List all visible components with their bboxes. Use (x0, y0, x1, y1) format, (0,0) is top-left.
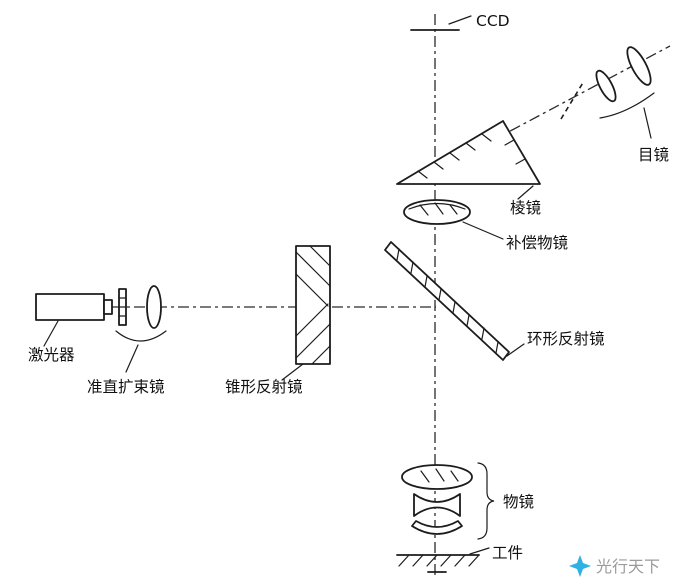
prism-hatching (417, 133, 526, 179)
ring-mirror-label: 环形反射镜 (527, 329, 605, 348)
beam-expander-group: 准直扩束镜 (87, 285, 167, 396)
axes (112, 14, 671, 578)
cone-mirror-leader-line (281, 363, 304, 381)
objective-lens-3 (411, 520, 463, 535)
eyepiece-label: 目镜 (638, 145, 669, 164)
eyepiece-lens-2 (626, 46, 652, 86)
laser-aperture (103, 299, 113, 315)
laser-group: 激光器 (28, 293, 113, 364)
prism-group: 棱镜 (396, 120, 541, 217)
objective-group: 物镜 (401, 462, 534, 540)
watermark: 光行天下 (569, 555, 660, 577)
prism-shape (396, 120, 541, 185)
cone-mirror-group: 锥形反射镜 (225, 245, 331, 396)
eyepiece-leader-line (643, 107, 652, 139)
prism-label: 棱镜 (510, 198, 541, 217)
expander-bracket (115, 330, 167, 342)
objective-brace (477, 462, 495, 540)
ring-mirror-leader-line (506, 343, 525, 357)
workpiece-group: 工件 (396, 544, 523, 573)
objective-lens-1 (401, 464, 473, 490)
ccd-label: CCD (476, 12, 510, 30)
expander-plate-hatching (118, 297, 127, 317)
ccd-group: CCD (410, 12, 510, 31)
objective-lens-2 (413, 493, 461, 517)
workpiece-hatching (398, 554, 480, 567)
sparkle-icon (569, 555, 591, 577)
expander-leader-line (125, 344, 139, 373)
eyepiece-lens-1 (595, 69, 617, 103)
ring-mirror-hatching (396, 248, 499, 354)
ccd-leader-line (448, 15, 472, 25)
beam-expander-label: 准直扩束镜 (87, 377, 165, 396)
cone-mirror-label: 锥形反射镜 (225, 377, 303, 396)
compensation-lens-hatching (419, 202, 458, 216)
compensation-leader-line (462, 221, 504, 240)
compensation-lens-arc (408, 202, 466, 210)
prism-leader-line (517, 185, 534, 200)
cone-mirror-hatching (295, 245, 331, 365)
watermark-text: 光行天下 (596, 557, 660, 576)
reticle-dashed-line (560, 80, 585, 120)
eyepiece-group: 目镜 (560, 46, 669, 164)
compensation-objective-label: 补偿物镜 (506, 233, 568, 252)
ring-mirror-group: 环形反射镜 (384, 241, 605, 361)
workpiece-leader-line (469, 547, 490, 555)
laser-label: 激光器 (28, 346, 75, 364)
objective-label: 物镜 (503, 492, 534, 511)
objective-lens-1-hatching (420, 468, 459, 483)
eyepiece-bracket (599, 92, 655, 119)
laser-leader-line (43, 320, 59, 347)
workpiece-label: 工件 (492, 544, 523, 562)
expander-lens (146, 285, 162, 329)
laser-box (35, 293, 105, 321)
cone-mirror-shape (295, 245, 331, 365)
ring-mirror-shape (384, 241, 510, 361)
compensation-objective-group: 补偿物镜 (403, 199, 568, 252)
